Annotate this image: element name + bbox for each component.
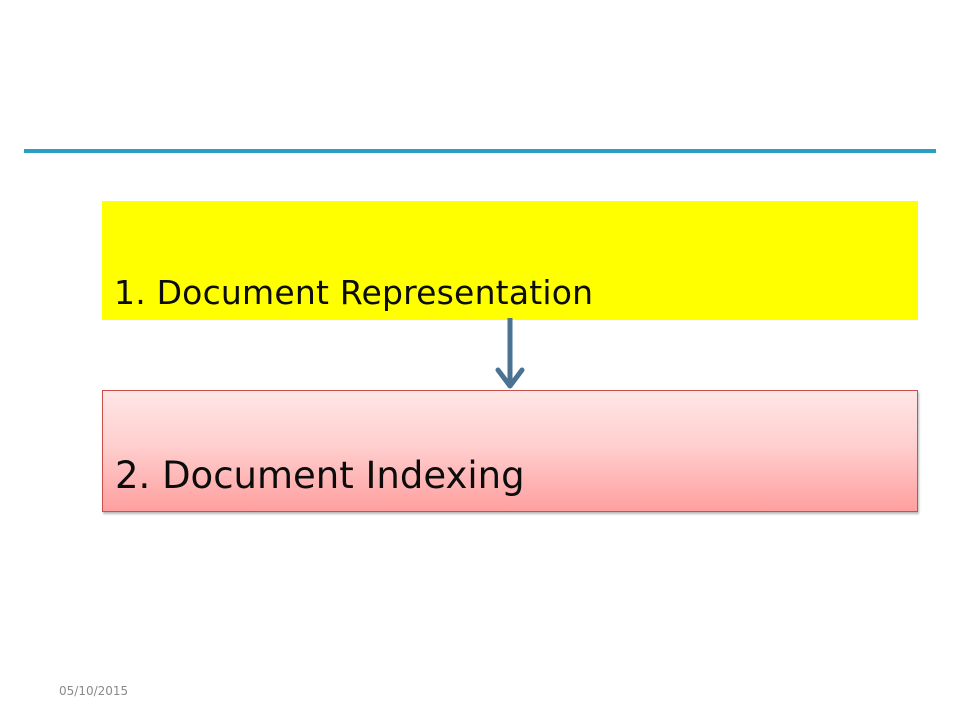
title-divider	[24, 149, 936, 153]
step-document-indexing: 2. Document Indexing	[102, 390, 918, 512]
footer-date: 05/10/2015	[59, 684, 129, 698]
step-label: 1. Document Representation	[114, 273, 594, 312]
step-label: 2. Document Indexing	[115, 454, 525, 497]
arrow-down-icon	[495, 318, 525, 389]
step-document-representation: 1. Document Representation	[102, 201, 918, 320]
